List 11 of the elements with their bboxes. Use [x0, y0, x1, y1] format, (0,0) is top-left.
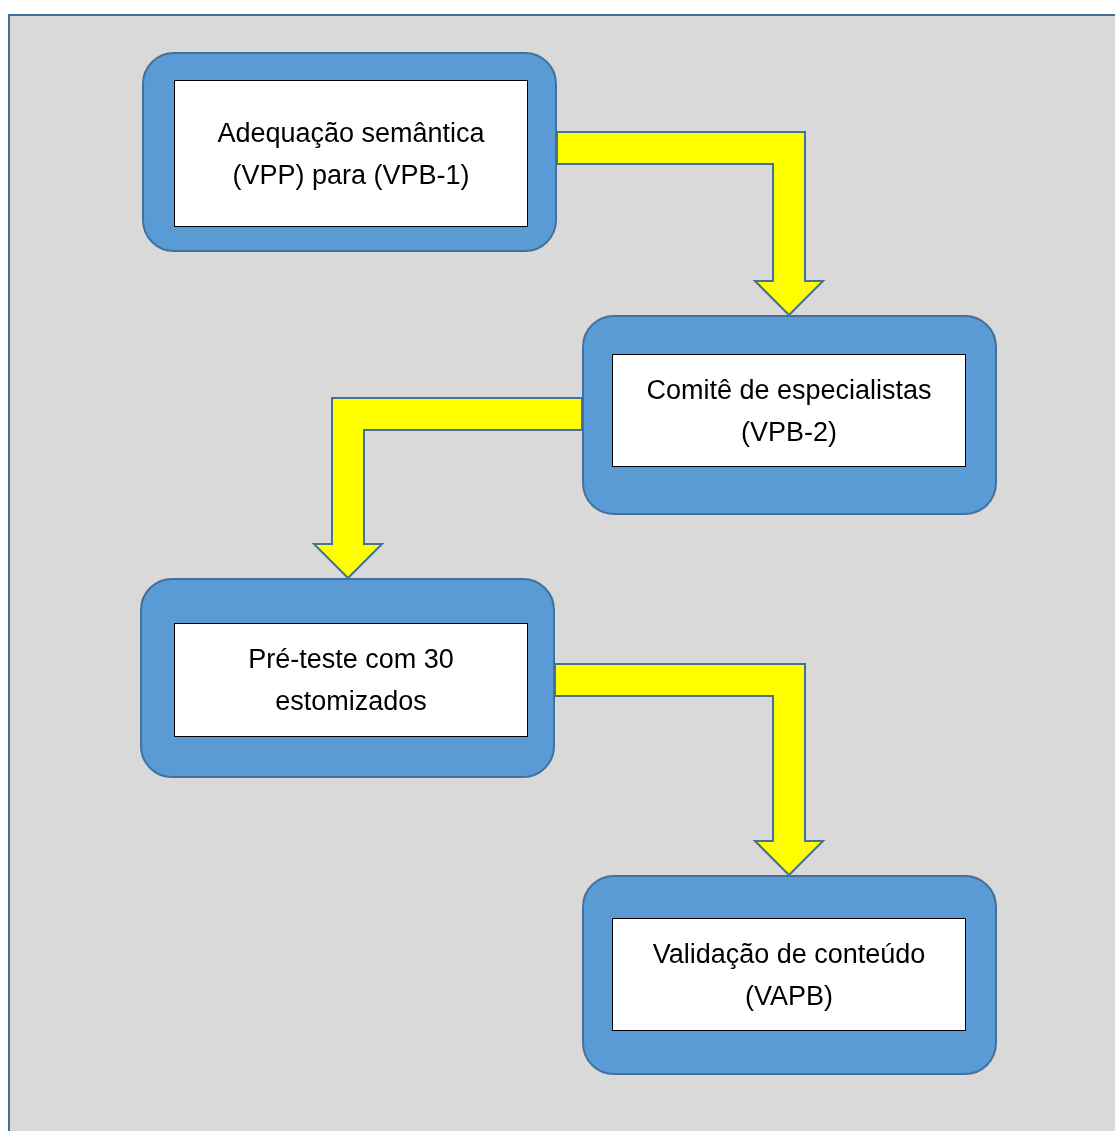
rounded-box — [582, 315, 997, 515]
step-label: Comitê de especialistas (VPB-2) — [645, 373, 933, 449]
bent-arrow — [554, 663, 826, 877]
rounded-box — [582, 875, 997, 1075]
step-label: Validação de conteúdo (VAPB) — [651, 937, 927, 1013]
bent-arrow — [311, 397, 583, 580]
bent-arrow — [556, 131, 826, 317]
step-label: Adequação semântica (VPP) para (VPB-1) — [216, 116, 486, 192]
step-label: Pré-teste com 30 estomizados — [247, 643, 455, 718]
rounded-box — [142, 52, 557, 252]
rounded-box — [140, 578, 555, 778]
